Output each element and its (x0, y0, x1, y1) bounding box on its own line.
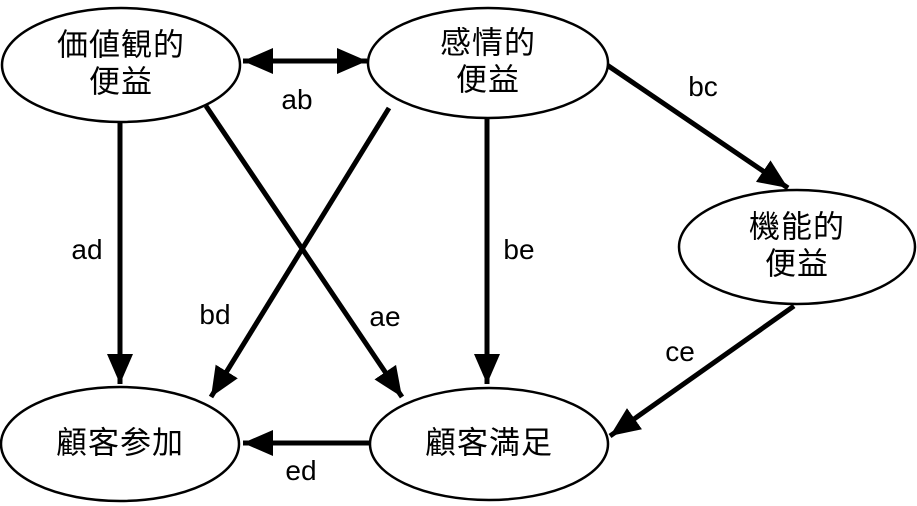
edge-bc-label: bc (688, 71, 718, 102)
edge-ad-label: ad (71, 234, 103, 265)
node-c-ellipse (677, 188, 917, 306)
node-a-label: 価値観的 便益 (57, 27, 185, 99)
edge-ab-label: ab (281, 84, 313, 115)
edge-be-label: be (503, 234, 535, 265)
edge-bc-arrow (605, 62, 790, 191)
edge-ae-label: ae (369, 301, 401, 332)
node-b-ellipse (366, 6, 610, 120)
edge-ce-label: ce (665, 336, 695, 367)
edge-ed-label: ed (285, 455, 317, 486)
node-e-ellipse (368, 386, 610, 502)
node-c-label: 機能的 便益 (749, 209, 845, 281)
node-d-label: 顧客参加 (56, 425, 184, 461)
node-b-label: 感情的 便益 (440, 25, 536, 97)
edge-ae-arrow (203, 104, 405, 399)
node-d-ellipse (0, 385, 241, 503)
edge-ce-arrow (608, 303, 796, 439)
node-e-label: 顧客満足 (425, 425, 553, 461)
edge-bd-label: bd (199, 299, 231, 330)
edge-bd-arrow (208, 106, 392, 399)
node-a-ellipse (0, 6, 242, 124)
